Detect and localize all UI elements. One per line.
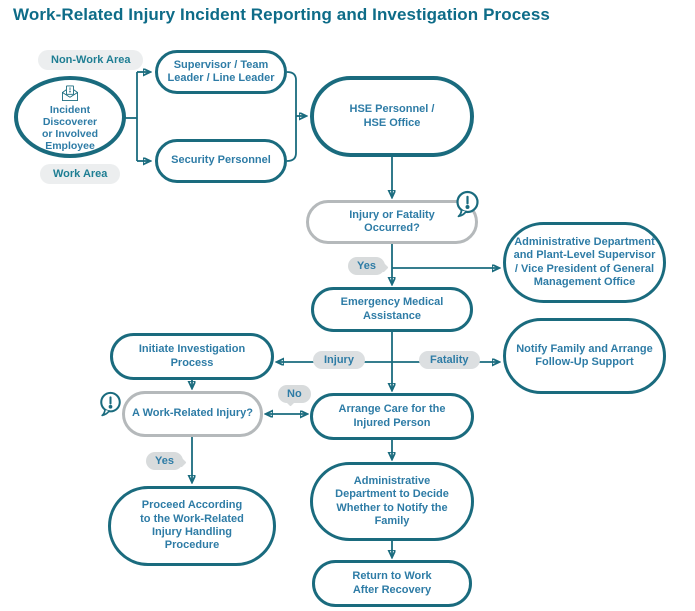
node-label: Security Personnel <box>171 154 271 167</box>
edge-label-text: Yes <box>155 455 174 467</box>
node-work-related-question: A Work-Related Injury? <box>122 391 263 437</box>
node-label: Emergency Medical Assistance <box>340 296 444 322</box>
connector-paths <box>125 72 499 557</box>
edge-label-no: No <box>278 385 311 403</box>
node-label: Administrative Department to Decide Whet… <box>335 474 449 527</box>
area-tag-work: Work Area <box>40 164 121 184</box>
exclamation-speech-bubble-icon <box>100 391 121 417</box>
node-arrange-care: Arrange Care for the Injured Person <box>310 393 474 440</box>
node-incident-discoverer: Incident Discoverer or Involved Employee <box>14 76 126 158</box>
node-label: HSE Personnel / HSE Office <box>349 103 435 129</box>
node-label: Notify Family and Arrange Follow-Up Supp… <box>516 342 653 368</box>
node-injury-or-fatality-question: Injury or Fatality Occurred? <box>306 200 478 244</box>
area-tag-label: Work Area <box>53 168 108 180</box>
node-label: Injury or Fatality Occurred? <box>349 208 435 234</box>
edge-label-yes-1: Yes <box>348 257 385 275</box>
node-security-personnel: Security Personnel <box>155 139 287 183</box>
node-label: Initiate Investigation Process <box>138 343 246 369</box>
edge-label-injury: Injury <box>313 351 365 369</box>
node-label: Incident Discoverer or Involved Employee <box>41 103 98 152</box>
node-label: Arrange Care for the Injured Person <box>338 403 446 429</box>
node-label: Administrative Department and Plant-Leve… <box>513 235 656 288</box>
edge-label-fatality: Fatality <box>419 351 480 369</box>
open-envelope-alert-icon <box>62 85 78 101</box>
node-label: Return to Work After Recovery <box>352 570 432 596</box>
edge-label-text: Fatality <box>430 354 469 366</box>
area-tag-label: Non-Work Area <box>51 54 131 66</box>
edge-label-text: Injury <box>324 354 354 366</box>
node-label: A Work-Related Injury? <box>131 407 254 420</box>
exclamation-speech-bubble-icon <box>456 190 479 218</box>
node-initiate-investigation: Initiate Investigation Process <box>110 333 274 380</box>
node-emergency-medical: Emergency Medical Assistance <box>311 287 473 332</box>
page-title: Work-Related Injury Incident Reporting a… <box>13 5 550 24</box>
node-supervisor: Supervisor / Team Leader / Line Leader <box>155 50 287 94</box>
node-label: Supervisor / Team Leader / Line Leader <box>167 58 275 84</box>
edge-label-yes-2: Yes <box>146 452 183 470</box>
node-admin-decide-notify: Administrative Department to Decide Whet… <box>310 462 474 541</box>
node-notify-family: Notify Family and Arrange Follow-Up Supp… <box>503 318 666 394</box>
node-proceed-handling-procedure: Proceed According to the Work-Related In… <box>108 486 276 566</box>
node-label: Proceed According to the Work-Related In… <box>140 499 244 552</box>
area-tag-non-work: Non-Work Area <box>38 50 144 70</box>
edge-label-text: No <box>287 388 302 400</box>
edge-join-bracket <box>286 71 297 162</box>
edge-label-text: Yes <box>357 260 376 272</box>
node-return-to-work: Return to Work After Recovery <box>312 560 472 607</box>
node-hse-personnel: HSE Personnel / HSE Office <box>310 76 474 157</box>
node-admin-plant-supervisor: Administrative Department and Plant-Leve… <box>503 222 666 303</box>
